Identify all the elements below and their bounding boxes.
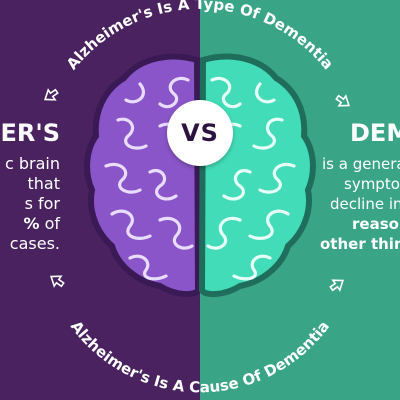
dementia-description: DEME is a general sympto decline in reas… — [318, 118, 400, 254]
alzheimers-line-4-rest: of — [39, 214, 60, 233]
bottom-arc-text: Alzheimer's Is A Cause Of Dementia — [67, 317, 333, 396]
dementia-line-3: decline in — [330, 195, 400, 213]
alzheimers-line-1: c brain — [4, 154, 60, 173]
alzheimers-line-5: cases. — [9, 234, 60, 253]
top-arc-text: Alzheimer's Is A Type Of Dementia — [63, 0, 337, 73]
arrow-down-left-icon — [43, 88, 59, 101]
arrow-up-right-icon — [329, 279, 345, 292]
alzheimers-title: MER'S — [0, 119, 60, 147]
alzheimers-line-4: % of — [0, 214, 60, 234]
arrow-down-right-icon — [335, 94, 351, 107]
dementia-line-5: other thin — [320, 235, 400, 253]
dementia-title: DEME — [350, 119, 400, 147]
dementia-line-1: is a general — [322, 155, 400, 173]
vs-badge: VS — [167, 100, 233, 166]
dementia-line-4: reason — [352, 215, 400, 233]
alzheimers-description: MER'S c brain that s for % of cases. — [0, 118, 60, 254]
right-hemisphere-icon — [198, 53, 316, 298]
dementia-line-2: sympto — [344, 175, 400, 193]
vs-label: VS — [181, 119, 219, 147]
arrow-up-left-icon — [49, 275, 65, 288]
alzheimers-percent: % — [23, 214, 40, 233]
alzheimers-line-2: that — [27, 174, 61, 193]
alzheimers-line-3: s for — [24, 194, 60, 213]
